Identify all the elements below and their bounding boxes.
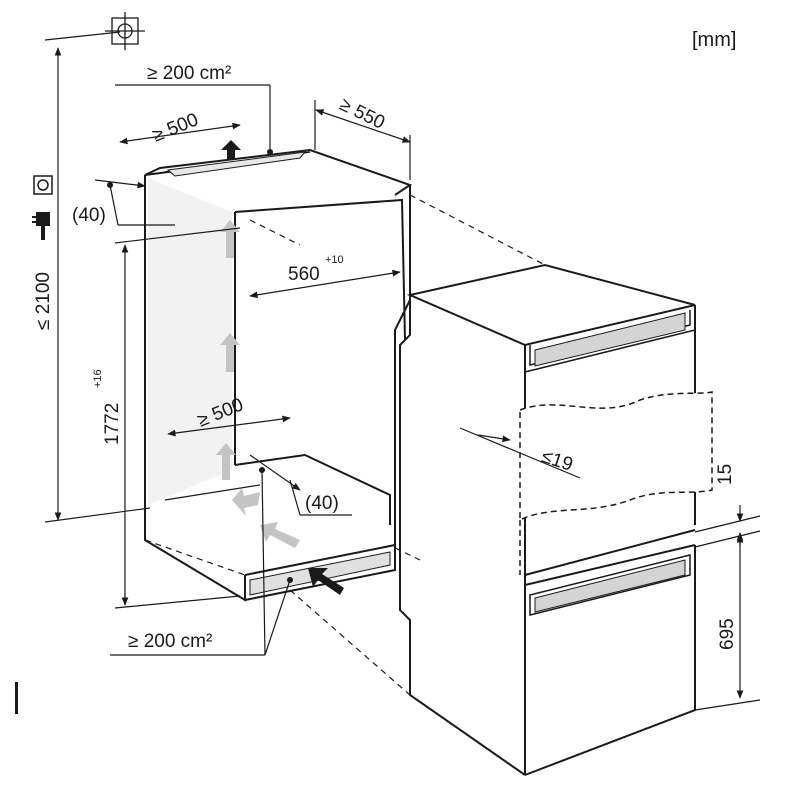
niche-height-label: 1772: [102, 402, 123, 445]
dimension-lines: [44, 31, 761, 711]
top-vent-label: ≥ 200 cm²: [147, 63, 232, 84]
bottom-vent-label: ≥ 200 cm²: [128, 631, 213, 652]
niche-width-tolerance: +10: [325, 254, 344, 266]
niche-width-label: 560: [288, 264, 320, 285]
leader-dots: [107, 149, 293, 583]
niche-side-panel: [148, 178, 232, 505]
split-gap-label: 15: [715, 463, 736, 485]
upper-control-panel: [534, 312, 686, 367]
plug-icon: [32, 212, 50, 240]
max-height-label: ≤ 2100: [33, 272, 54, 330]
page-edge-marker: [15, 682, 18, 714]
door-cutaway: [519, 391, 713, 522]
lower-height-label: 695: [717, 618, 738, 650]
top-exhaust-arrow: [221, 140, 241, 160]
socket-icon: [33, 175, 53, 195]
fridge-appliance: [399, 263, 696, 776]
lower-control-panel: [534, 559, 686, 613]
unit-label: [mm]: [692, 29, 737, 51]
top-gap-label: (40): [72, 205, 106, 226]
niche-cabinet: [144, 148, 413, 602]
top-vent-grille: [166, 151, 307, 177]
plumb-icon: [105, 12, 145, 50]
bottom-intake-arrow: [308, 568, 344, 595]
niche-height-tolerance: +16: [92, 369, 104, 388]
bottom-gap-label: (40): [305, 493, 339, 514]
